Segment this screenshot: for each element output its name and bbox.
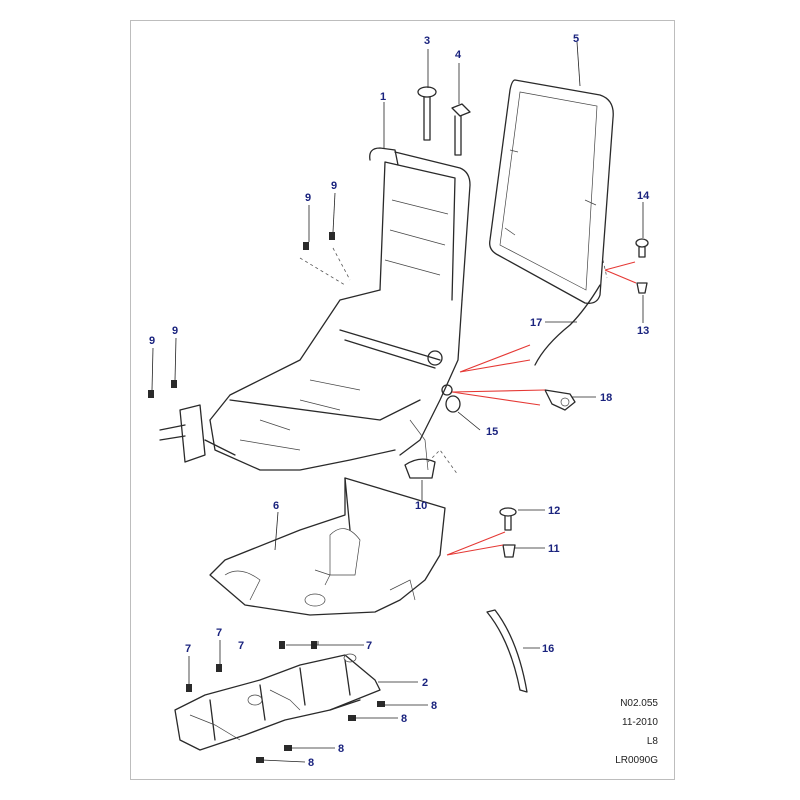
callout-15: 15 <box>486 426 498 438</box>
callout-9-c: 9 <box>149 335 155 347</box>
callouts: 1 3 4 5 9 9 9 9 14 13 17 18 15 10 6 12 1… <box>149 33 650 769</box>
seat-back-panel <box>489 79 614 304</box>
callout-11: 11 <box>548 543 560 555</box>
fastener-8-a <box>377 701 385 707</box>
callout-8-b: 8 <box>401 713 407 725</box>
fastener-7-a <box>186 684 192 692</box>
callout-8-d: 8 <box>308 757 314 769</box>
issue-date: 11-2010 <box>622 717 658 728</box>
fastener-9-a <box>303 242 309 250</box>
callout-12: 12 <box>548 505 560 517</box>
seat-frame <box>159 147 471 471</box>
fastener-9-c <box>148 390 154 398</box>
callout-5: 5 <box>573 33 579 45</box>
callout-4: 4 <box>455 49 462 61</box>
base-frame <box>174 653 381 751</box>
bushing-part <box>445 395 461 413</box>
callout-13: 13 <box>637 325 649 337</box>
cover-part <box>404 458 436 479</box>
callout-8-a: 8 <box>431 700 437 712</box>
callout-9-d: 9 <box>172 325 178 337</box>
bolt-3 <box>417 86 437 141</box>
callout-3: 3 <box>424 35 430 47</box>
callout-6: 6 <box>273 500 279 512</box>
callout-leader-lines <box>151 41 644 763</box>
pivot-pin-part <box>544 389 576 411</box>
diagram-panel <box>130 20 675 780</box>
fastener-8-c <box>284 745 292 751</box>
fastener-7-b <box>216 664 222 672</box>
callout-7-b: 7 <box>216 627 222 639</box>
callout-2: 2 <box>422 677 428 689</box>
rivet-12 <box>499 507 517 531</box>
callout-8-c: 8 <box>338 743 344 755</box>
seat-pan <box>209 477 446 616</box>
model-code: L8 <box>646 736 658 747</box>
reference-number: N02.055 <box>620 698 658 709</box>
rivet-11 <box>502 544 516 558</box>
callout-1: 1 <box>380 91 386 103</box>
callout-9-a: 9 <box>305 192 311 204</box>
callout-7-d: 7 <box>366 640 372 652</box>
assembly-guide-lines <box>299 247 608 476</box>
callout-16: 16 <box>542 643 554 655</box>
callout-14: 14 <box>637 190 650 202</box>
illustration-code: LR0090G <box>615 755 658 766</box>
callout-18: 18 <box>600 392 612 404</box>
fastener-14 <box>635 238 649 258</box>
strap-part <box>486 609 528 693</box>
fastener-7-c <box>279 641 285 649</box>
fastener-9-b <box>329 232 335 240</box>
fastener-9-d <box>171 380 177 388</box>
cable-part <box>534 284 601 366</box>
red-leader-lines <box>446 261 637 556</box>
callout-17: 17 <box>530 317 542 329</box>
fastener-8-d <box>256 757 264 763</box>
bolt-4 <box>451 103 471 156</box>
callout-10: 10 <box>415 500 427 512</box>
callout-9-b: 9 <box>331 180 337 192</box>
fastener-13 <box>636 282 648 294</box>
callout-7-c: 7 <box>238 640 244 652</box>
callout-7-a: 7 <box>185 643 191 655</box>
fastener-8-b <box>348 715 356 721</box>
